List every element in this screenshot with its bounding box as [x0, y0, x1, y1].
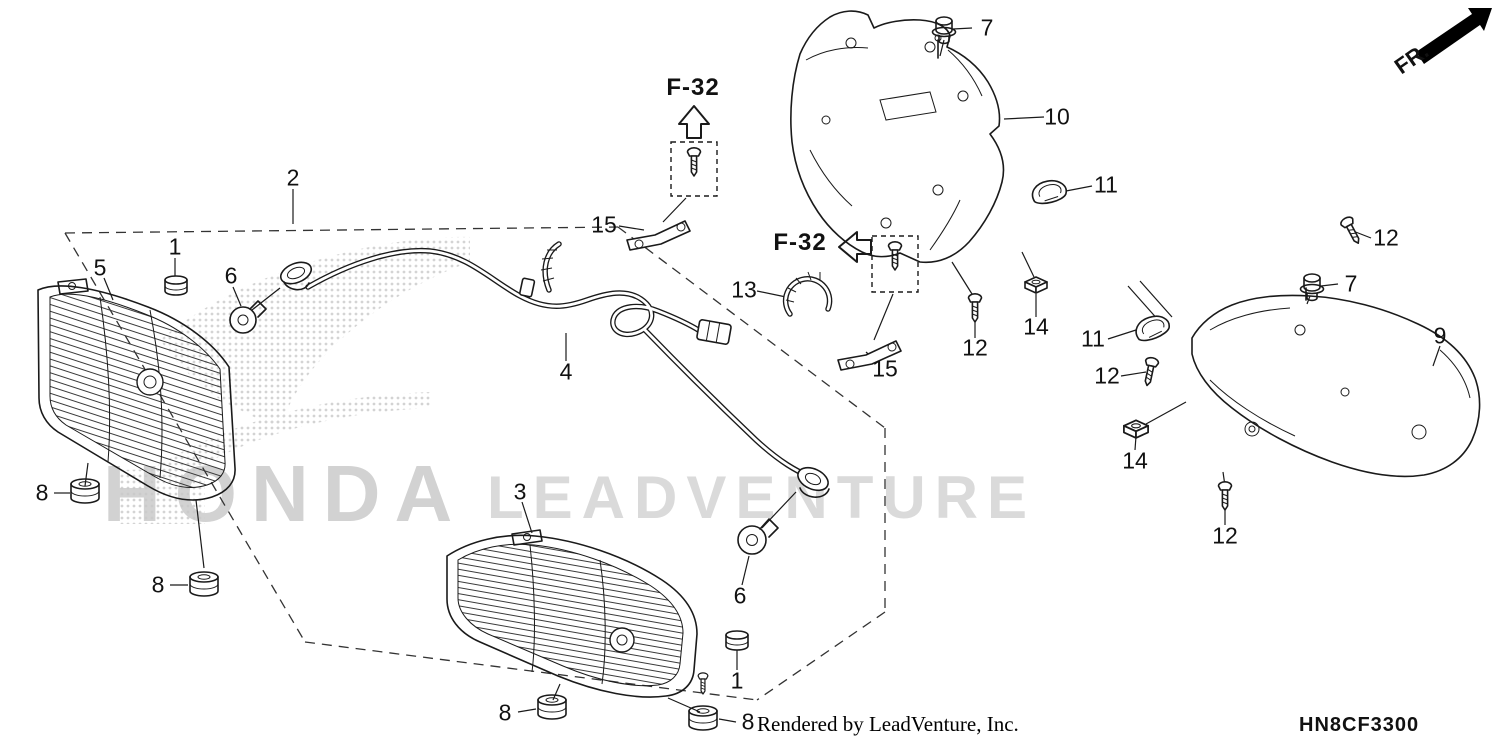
- callout-5[interactable]: 5: [93, 254, 107, 281]
- callout-4[interactable]: 4: [559, 358, 573, 385]
- f32-reference-mid: [838, 231, 919, 293]
- footer-credit: Rendered by LeadVenture, Inc.: [757, 712, 1019, 736]
- callout-14-right[interactable]: 14: [1122, 447, 1148, 474]
- callout-10[interactable]: 10: [1044, 103, 1070, 130]
- leader-lines: [54, 27, 1441, 723]
- bulb-lower: [737, 518, 779, 555]
- callout-8-bottom-left[interactable]: 8: [498, 699, 512, 726]
- wire-harness: [279, 241, 830, 498]
- callout-6-upper[interactable]: 6: [224, 262, 238, 289]
- lower-taillight-lens: [446, 529, 698, 698]
- callout-12-lower-right[interactable]: 12: [1212, 522, 1238, 549]
- callout-1-upper[interactable]: 1: [168, 233, 182, 260]
- callout-12-right[interactable]: 12: [1094, 362, 1120, 389]
- upper-mounting-bracket: [790, 10, 1005, 264]
- ref-f32-mid[interactable]: F-32: [773, 229, 827, 256]
- callout-11-right[interactable]: 11: [1081, 325, 1105, 352]
- callout-11-upper[interactable]: 11: [1094, 171, 1118, 198]
- harness-connector: [696, 319, 732, 345]
- callout-14-upper[interactable]: 14: [1023, 313, 1049, 340]
- callout-8-far-left[interactable]: 8: [35, 479, 49, 506]
- right-mounting-bracket: [1191, 287, 1481, 478]
- callout-1-lower[interactable]: 1: [730, 667, 744, 694]
- f32-reference-top: [670, 105, 718, 197]
- upper-bulb-socket-icon: [279, 261, 313, 291]
- callout-7-right[interactable]: 7: [1344, 270, 1358, 297]
- lower-bulb-socket-icon: [797, 466, 830, 498]
- diagram-code: HN8CF3300: [1299, 714, 1420, 736]
- watermark-leadventure: LEADVENTURE: [487, 464, 1037, 531]
- callout-3[interactable]: 3: [513, 478, 527, 505]
- callout-15-right[interactable]: 15: [872, 355, 898, 382]
- callout-12-upper-right[interactable]: 12: [1373, 224, 1399, 251]
- fr-arrow-icon: [1416, 8, 1492, 64]
- callout-9[interactable]: 9: [1433, 322, 1447, 349]
- bulb-upper: [229, 300, 267, 334]
- callout-13[interactable]: 13: [731, 276, 757, 303]
- callout-7-upper[interactable]: 7: [980, 14, 994, 41]
- left-taillight-lens: [37, 278, 236, 501]
- callout-2[interactable]: 2: [286, 164, 300, 191]
- callout-15-left[interactable]: 15: [591, 211, 617, 238]
- ref-f32-top[interactable]: F-32: [666, 74, 720, 101]
- callout-8-left[interactable]: 8: [151, 571, 165, 598]
- callout-12-under-f32[interactable]: 12: [962, 334, 988, 361]
- callout-6-lower[interactable]: 6: [733, 582, 747, 609]
- callout-8-bottom-right[interactable]: 8: [741, 708, 755, 735]
- wire-band-clip: [782, 271, 833, 317]
